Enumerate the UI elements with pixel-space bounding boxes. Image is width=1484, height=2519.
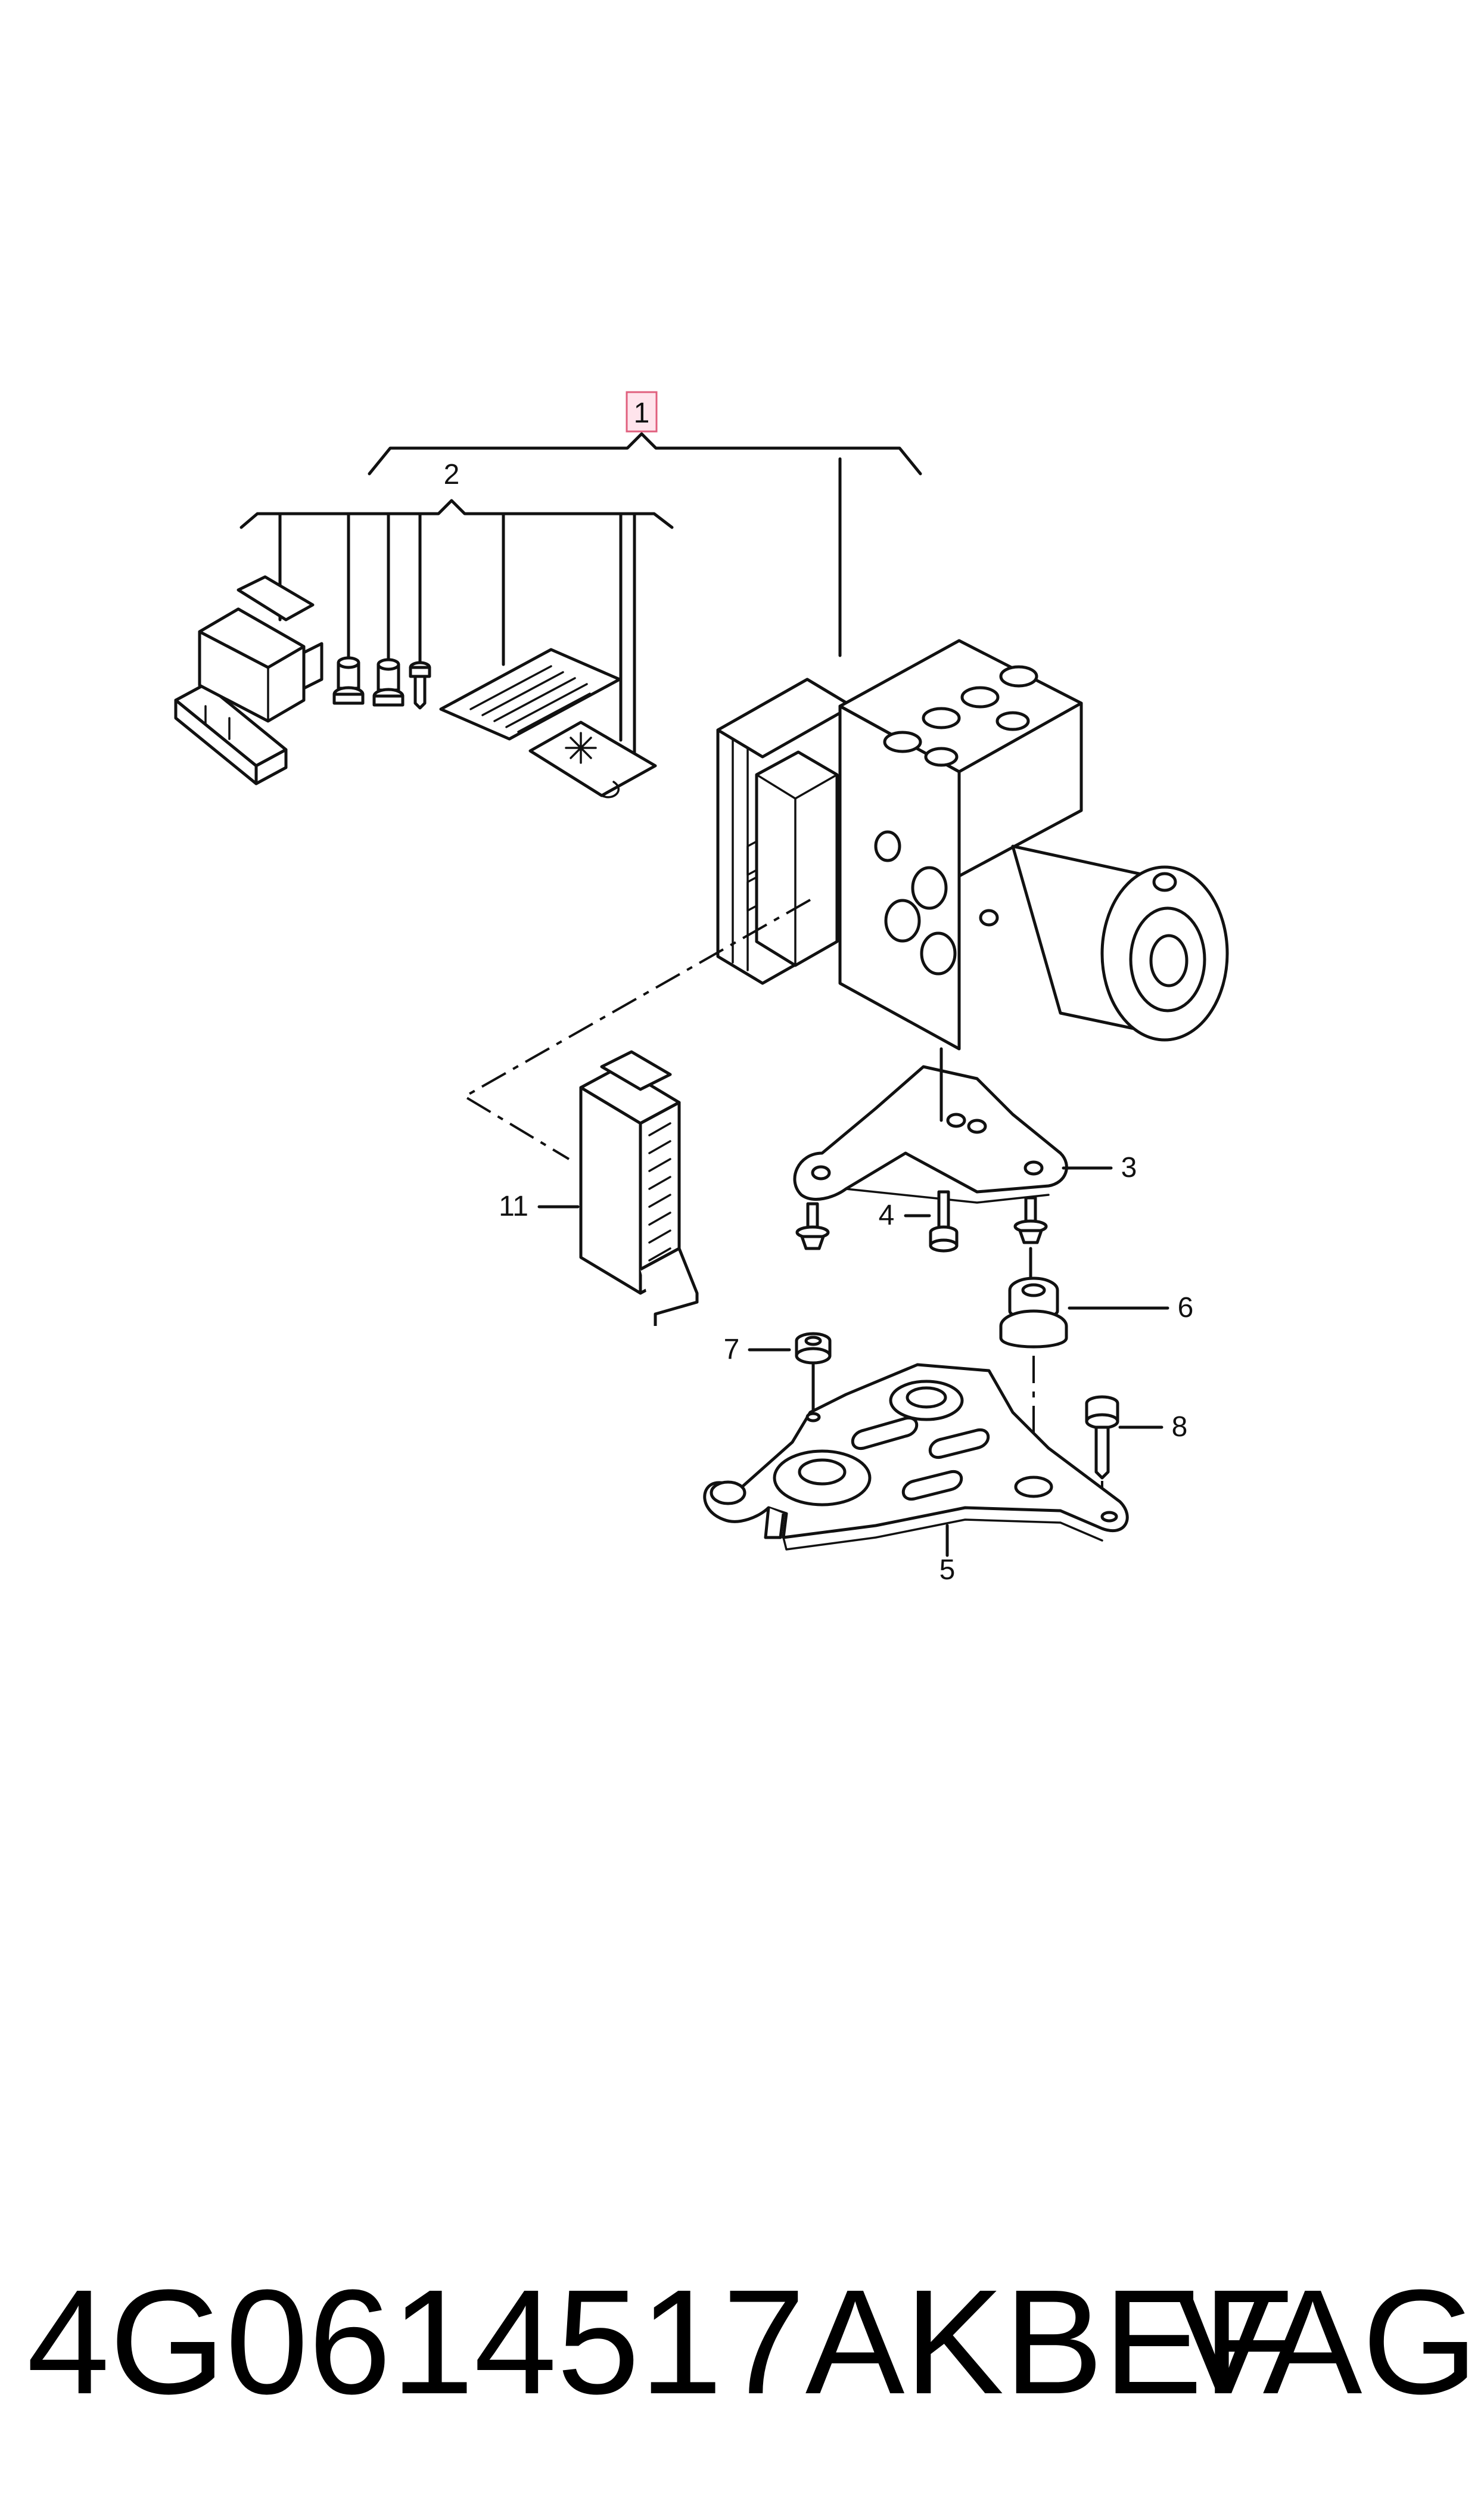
bracket-pin-left xyxy=(795,1202,830,1250)
callout-1[interactable]: 1 xyxy=(634,397,650,429)
bracket-2 xyxy=(239,499,674,529)
callout-11[interactable]: 11 xyxy=(499,1191,528,1222)
part-number: 4G0614517AKBEF xyxy=(27,2259,1294,2425)
mounting-bracket xyxy=(793,1065,1068,1204)
instruction-sheet xyxy=(439,648,621,741)
brand-label: VAG xyxy=(1174,2259,1478,2425)
callout-7[interactable]: 7 xyxy=(724,1334,740,1365)
fitting-large xyxy=(372,658,405,707)
torx-screw xyxy=(409,661,431,710)
bracket-1 xyxy=(368,432,922,476)
callout-6[interactable]: 6 xyxy=(1178,1292,1194,1324)
base-plate xyxy=(703,1363,1129,1551)
callout-5[interactable]: 5 xyxy=(939,1554,956,1586)
rubber-grommet xyxy=(999,1276,1068,1349)
callout-2[interactable]: 2 xyxy=(444,459,460,490)
hex-bolt-4 xyxy=(929,1190,959,1253)
hex-nut-7 xyxy=(795,1332,832,1365)
callout-8[interactable]: 8 xyxy=(1172,1411,1188,1443)
callout-1-group[interactable]: 1 xyxy=(626,391,658,433)
callout-3[interactable]: 3 xyxy=(1121,1152,1137,1184)
hydraulic-unit xyxy=(716,639,1229,1051)
snowflake-icon xyxy=(565,732,597,764)
hex-bolt-8 xyxy=(1085,1395,1119,1480)
bracket-2-leaders xyxy=(278,512,636,754)
footer: 4G0614517AKBEF VAG xyxy=(0,2253,1484,2431)
label-sticker xyxy=(528,720,657,799)
callout-4[interactable]: 4 xyxy=(879,1200,895,1231)
callout-1-highlight[interactable] xyxy=(626,391,658,433)
bracket-pin-right xyxy=(1013,1196,1048,1244)
fitting-small xyxy=(332,656,365,705)
connector-plug xyxy=(579,1050,699,1326)
control-unit xyxy=(174,575,323,785)
